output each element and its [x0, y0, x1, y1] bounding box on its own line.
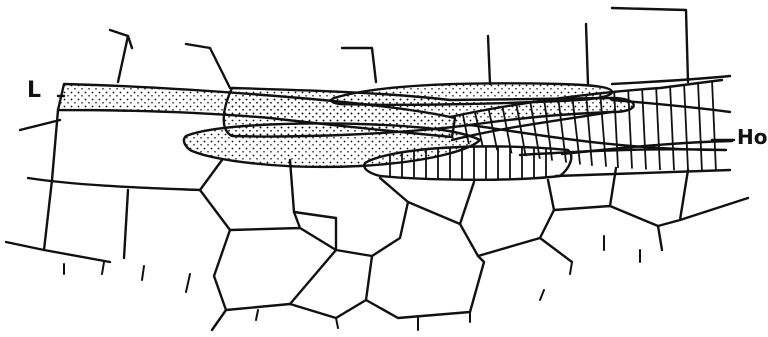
cell-4 — [408, 180, 554, 256]
cell-10 — [658, 198, 748, 250]
cell-3 — [294, 178, 408, 256]
vein-upper-3 — [342, 48, 376, 82]
stipple-lens-upper — [332, 83, 612, 104]
cell-5 — [460, 182, 474, 224]
margin-ticks — [64, 236, 640, 330]
vein-bottom-right — [556, 170, 730, 176]
vein-upper-6 — [612, 8, 688, 82]
vein-upper-5 — [586, 24, 588, 84]
vein-left-e — [6, 242, 110, 262]
vein-left-d — [44, 180, 52, 250]
vein-upper-4 — [488, 36, 490, 84]
label-ho: Ho — [737, 127, 767, 147]
vein-upper-2 — [186, 44, 230, 88]
cell-9 — [212, 300, 366, 330]
cell-1 — [200, 190, 336, 310]
vein-left-f — [124, 190, 128, 258]
vein-upper-1 — [118, 36, 128, 82]
cell-8 — [366, 256, 484, 318]
vein-tick-1 — [110, 30, 132, 48]
vein-left-b — [20, 120, 60, 130]
stipple-lens-lower — [184, 124, 480, 167]
cell-2 — [200, 160, 300, 228]
label-l: L — [27, 80, 41, 102]
vein-left-c — [28, 178, 200, 190]
